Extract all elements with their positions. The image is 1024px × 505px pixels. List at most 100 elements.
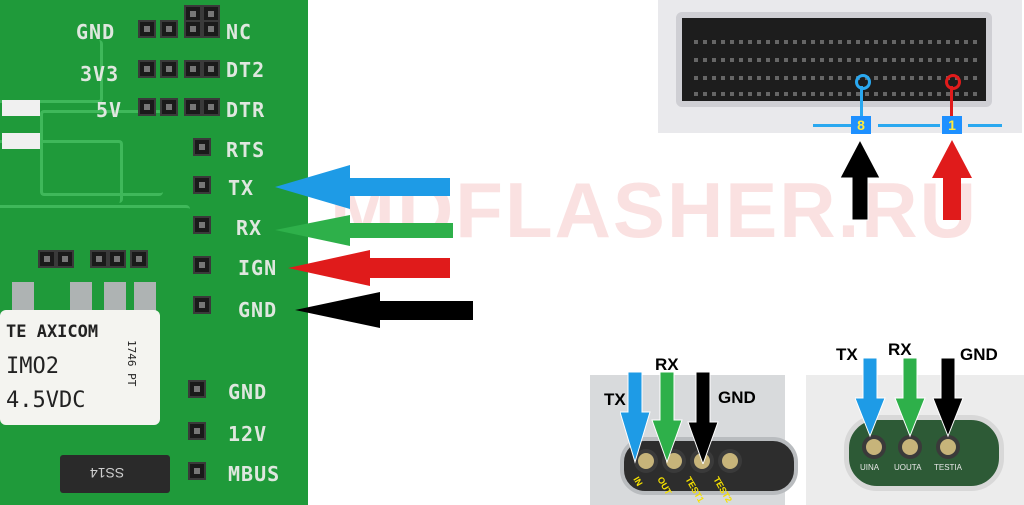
dir-arrow bbox=[878, 124, 940, 127]
photo1-rx-label: RX bbox=[655, 355, 679, 374]
led bbox=[2, 133, 40, 149]
header-pin bbox=[202, 60, 220, 78]
header-pin bbox=[130, 250, 148, 268]
pin-1-label: 1 bbox=[942, 116, 962, 134]
header-pin bbox=[184, 20, 202, 38]
dir-arrow bbox=[968, 124, 1002, 127]
pcb-arrows bbox=[275, 165, 473, 328]
tx-arrow-icon bbox=[275, 165, 450, 209]
label-12v: 12V bbox=[228, 422, 268, 446]
pin-row bbox=[694, 76, 979, 80]
header-pin bbox=[202, 98, 220, 116]
pcb-trace bbox=[0, 205, 190, 228]
photo1-tx-arrow-icon bbox=[620, 372, 651, 464]
header-pin bbox=[138, 60, 156, 78]
component bbox=[70, 282, 92, 312]
pcb-photo: GND 3V3 5V NC DT2 DTR RTS TX RX IGN GND … bbox=[0, 0, 308, 505]
label-rx: RX bbox=[236, 216, 263, 240]
header-pin bbox=[160, 20, 178, 38]
relay-code: 1746 PT bbox=[125, 340, 138, 387]
header-pin bbox=[193, 176, 211, 194]
label-dtr: DTR bbox=[226, 98, 266, 122]
connector-photo: 8 1 bbox=[658, 0, 1022, 134]
rx-arrow-icon bbox=[275, 215, 453, 246]
photo1-tx-label: TX bbox=[604, 390, 626, 409]
header-pin bbox=[193, 296, 211, 314]
label-gnd: GND bbox=[238, 298, 278, 322]
pad-test2 bbox=[718, 449, 742, 473]
header-pin bbox=[193, 216, 211, 234]
relay-voltage: 4.5VDC bbox=[6, 388, 86, 413]
header-pin bbox=[184, 98, 202, 116]
label-3v3: 3V3 bbox=[80, 62, 120, 86]
pad-label-uouta: UOUTA bbox=[894, 463, 922, 472]
component bbox=[104, 282, 126, 312]
label-5v: 5V bbox=[96, 98, 123, 122]
photo2-rx-label: RX bbox=[888, 340, 912, 359]
relay-model: IMO2 bbox=[6, 354, 59, 379]
led bbox=[2, 100, 40, 116]
photo1-gnd-label: GND bbox=[718, 388, 756, 407]
header-pin bbox=[160, 60, 178, 78]
relay-brand: TE AXICOM bbox=[6, 322, 99, 342]
photo1-rx-arrow-icon bbox=[651, 372, 683, 464]
relay: TE AXICOM IMO2 4.5VDC 1746 PT bbox=[0, 310, 160, 425]
pad-label-uina: UINA bbox=[860, 463, 880, 472]
label-nc: NC bbox=[226, 20, 253, 44]
photo2-tx-label: TX bbox=[836, 345, 858, 364]
photo2-tx-arrow-icon bbox=[855, 358, 886, 438]
pin-row bbox=[694, 58, 979, 62]
pin-8-label: 8 bbox=[851, 116, 871, 134]
gnd-arrow-icon bbox=[295, 292, 473, 328]
header-pin bbox=[56, 250, 74, 268]
header-pin bbox=[202, 20, 220, 38]
diode: SS14 bbox=[60, 455, 170, 493]
pin8-arrow-icon bbox=[840, 140, 881, 221]
photo2-arrows bbox=[855, 358, 964, 438]
pin1-marker-icon bbox=[945, 74, 961, 90]
header-pin bbox=[90, 250, 108, 268]
header-pin bbox=[188, 422, 206, 440]
ign-arrow-icon bbox=[288, 250, 450, 286]
connector-arrows bbox=[840, 140, 972, 221]
pin1-arrow-icon bbox=[932, 140, 972, 220]
component bbox=[134, 282, 156, 312]
header-pin bbox=[108, 250, 126, 268]
label-dt2: DT2 bbox=[226, 58, 266, 82]
label-tx: TX bbox=[228, 176, 255, 200]
header-pin bbox=[188, 462, 206, 480]
pcb-trace bbox=[0, 40, 103, 103]
header-pin bbox=[160, 98, 178, 116]
pin8-marker-icon bbox=[855, 74, 871, 90]
header-pin bbox=[138, 98, 156, 116]
component bbox=[12, 282, 34, 312]
label-ign: IGN bbox=[238, 256, 278, 280]
label-gnd-top: GND bbox=[76, 20, 116, 44]
connector-housing bbox=[676, 12, 992, 107]
photo1-arrows bbox=[620, 372, 719, 464]
photo2-rx-arrow-icon bbox=[894, 358, 926, 438]
pad-tx bbox=[862, 435, 886, 459]
pcb-trace bbox=[0, 140, 123, 203]
pcb-trace bbox=[40, 110, 163, 196]
dir-arrow bbox=[813, 124, 851, 127]
header-pin bbox=[38, 250, 56, 268]
header-pin bbox=[138, 20, 156, 38]
pin-row bbox=[694, 40, 979, 44]
dashboard-photo-2: UINA UOUTA TESTIA bbox=[806, 375, 1024, 505]
pin-row bbox=[694, 92, 979, 96]
photo1-gnd-arrow-icon bbox=[687, 372, 719, 464]
pin1-line bbox=[950, 86, 953, 116]
label-gnd-2: GND bbox=[228, 380, 268, 404]
header-pin bbox=[184, 60, 202, 78]
header-pin bbox=[193, 138, 211, 156]
pin8-line bbox=[860, 86, 863, 116]
header-pin bbox=[188, 380, 206, 398]
pad-label-testia: TESTIA bbox=[934, 463, 963, 472]
diode-label: SS14 bbox=[90, 465, 125, 481]
photo2-gnd-label: GND bbox=[960, 345, 998, 364]
label-mbus: MBUS bbox=[228, 462, 281, 486]
header-pin bbox=[193, 256, 211, 274]
photo2-gnd-arrow-icon bbox=[932, 358, 964, 438]
label-rts: RTS bbox=[226, 138, 266, 162]
